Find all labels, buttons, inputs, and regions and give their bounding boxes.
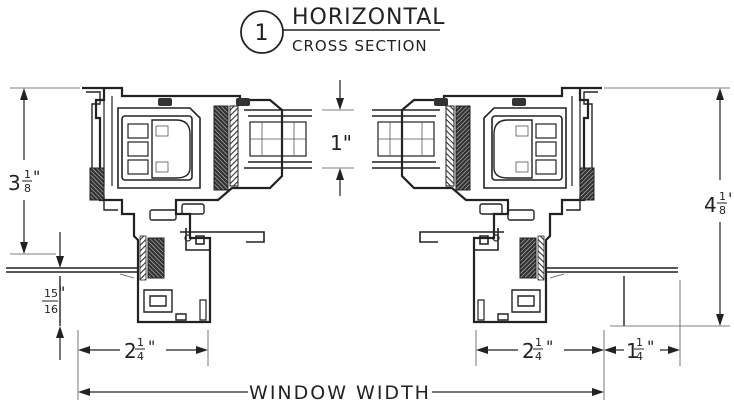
- title-sub: CROSS SECTION: [292, 37, 428, 55]
- left-height-dimension: [10, 87, 80, 255]
- sill-dimension: [56, 232, 64, 360]
- detail-number: 1: [255, 21, 270, 46]
- right-height-whole: 4: [704, 193, 717, 217]
- detail-number-circle: [240, 10, 284, 54]
- right-frame-section: [370, 86, 680, 328]
- right-height-inch: ': [728, 189, 732, 208]
- glass-gap-label: 1": [330, 131, 352, 155]
- left-width-num: 1: [137, 336, 144, 349]
- right-height-dimension: [604, 87, 730, 327]
- glass-gap-dimension: [322, 80, 354, 196]
- sill-num: 15: [44, 287, 58, 300]
- right-width-dimension: [475, 330, 605, 400]
- left-height-den: 8: [24, 182, 31, 195]
- left-width-inch: ": [148, 337, 155, 356]
- window-width-label: WINDOW WIDTH: [249, 382, 431, 404]
- right-width-inch: ": [546, 337, 553, 356]
- right-width-whole: 2: [522, 339, 535, 363]
- right-offset-den: 4: [636, 350, 643, 363]
- sill-den: 16: [44, 303, 58, 316]
- right-width-den: 4: [535, 350, 542, 363]
- right-height-den: 8: [719, 204, 726, 217]
- left-height-num: 1: [24, 168, 31, 181]
- right-offset-whole: 1: [626, 339, 639, 363]
- title-main: HORIZONTAL: [292, 5, 446, 30]
- right-offset-dimension: [604, 280, 681, 366]
- right-offset-num: 1: [636, 336, 643, 349]
- left-height-whole: 3: [8, 171, 21, 195]
- right-height-num: 1: [719, 190, 726, 203]
- sill-inch: ": [58, 283, 65, 302]
- left-width-dimension: [77, 330, 209, 400]
- left-width-whole: 2: [124, 339, 137, 363]
- left-height-inch: ": [33, 167, 40, 186]
- right-width-num: 1: [535, 336, 542, 349]
- window-width-dimension: [78, 388, 604, 396]
- left-width-den: 4: [137, 350, 144, 363]
- right-offset-inch: ": [647, 337, 654, 356]
